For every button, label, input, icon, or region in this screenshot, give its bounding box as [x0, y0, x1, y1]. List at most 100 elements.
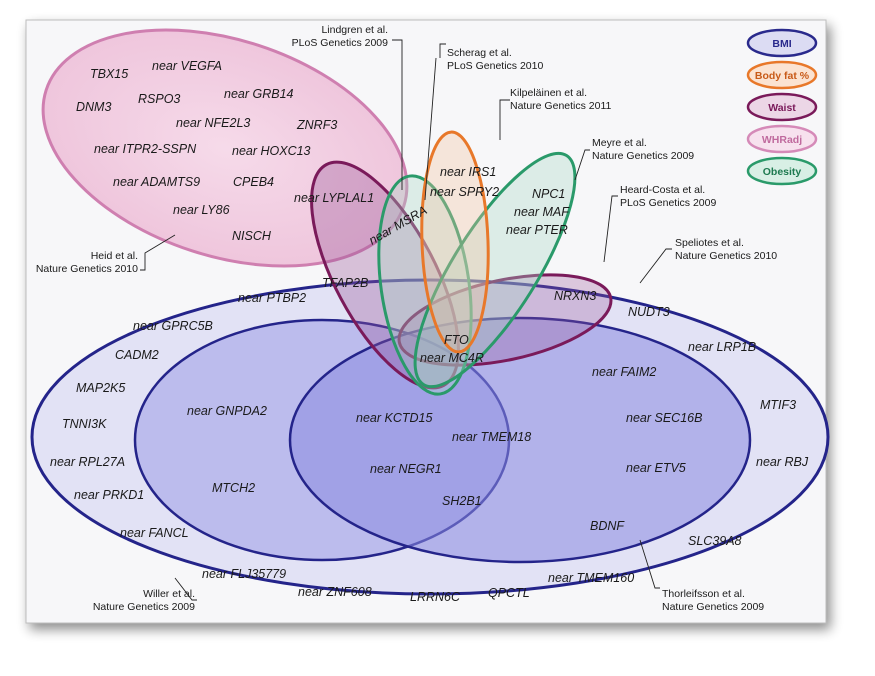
citation-leaders [140, 39, 672, 601]
svg-text:Heid et al.: Heid et al. [91, 250, 138, 262]
gene-label: near PRKD1 [74, 488, 144, 502]
svg-text:BMI: BMI [772, 38, 791, 50]
svg-text:WHRadj: WHRadj [762, 134, 802, 146]
svg-text:Nature Genetics 2009: Nature Genetics 2009 [662, 601, 764, 613]
legend-bmi: BMI [746, 28, 818, 58]
svg-text:Lindgren et al.: Lindgren et al. [321, 24, 388, 36]
gene-label: near LRP1B [688, 340, 756, 354]
gene-label: CPEB4 [233, 175, 274, 189]
gene-label: TBX15 [90, 67, 128, 81]
gene-label: near MAF [514, 205, 570, 219]
gene-label: near SEC16B [626, 411, 702, 425]
whradj-ellipse [41, 28, 409, 268]
gene-label: NPC1 [532, 187, 565, 201]
gene-label: MAP2K5 [76, 381, 125, 395]
gene-label: near RPL27A [50, 455, 125, 469]
svg-text:Thorleifsson et al.: Thorleifsson et al. [662, 588, 745, 600]
gene-label: FTO [444, 333, 469, 347]
svg-text:Obesity: Obesity [763, 166, 802, 178]
citation-lindgren: Lindgren et al. PLoS Genetics 2009 [292, 24, 388, 49]
gene-label: MTIF3 [760, 398, 796, 412]
svg-text:Meyre et al.: Meyre et al. [592, 137, 647, 149]
gene-label: near MC4R [420, 351, 484, 365]
citation-heardcosta: Heard-Costa et al. PLoS Genetics 2009 [620, 184, 716, 209]
bmi-outer-gene-labels: near PTBP2 near GPRC5B CADM2 MAP2K5 TNNI… [50, 291, 809, 604]
gene-label: near TMEM18 [452, 430, 531, 444]
central-gene-labels: near LYPLAL1 near MSRA near IRS1 near SP… [294, 165, 596, 365]
citation-thorleifsson: Thorleifsson et al. Nature Genetics 2009 [662, 588, 764, 613]
citation-willer: Willer et al. Nature Genetics 2009 [93, 588, 195, 613]
gene-label: near GNPDA2 [187, 404, 267, 418]
gene-label: near PTER [506, 223, 568, 237]
gene-label: LRRN6C [410, 590, 461, 604]
gene-label: near LYPLAL1 [294, 191, 374, 205]
gene-label: RSPO3 [138, 92, 180, 106]
gene-label: MTCH2 [212, 481, 255, 495]
legend-obesity: Obesity [746, 156, 818, 186]
svg-text:PLoS Genetics 2009: PLoS Genetics 2009 [620, 197, 716, 209]
thorleifsson-ellipse [288, 316, 752, 564]
gene-label: near FLJ35779 [202, 567, 286, 581]
gene-label: near SPRY2 [430, 185, 499, 199]
citation-kilpelainen: Kilpeläinen et al. Nature Genetics 2011 [510, 87, 612, 112]
obesity-ellipse-meyre [413, 151, 577, 389]
svg-text:Nature Genetics 2009: Nature Genetics 2009 [592, 150, 694, 162]
whradj-gene-labels: TBX15 near VEGFA DNM3 RSPO3 near GRB14 n… [76, 59, 337, 243]
gene-label: near LY86 [173, 203, 230, 217]
svg-text:PLoS Genetics 2010: PLoS Genetics 2010 [447, 60, 543, 72]
gene-label: ZNRF3 [296, 118, 337, 132]
svg-text:Nature Genetics 2010: Nature Genetics 2010 [675, 250, 777, 262]
gene-label: near ITPR2-SSPN [94, 142, 197, 156]
gene-label: DNM3 [76, 100, 111, 114]
gene-label: QPCTL [488, 586, 530, 600]
gene-label: SH2B1 [442, 494, 482, 508]
gene-label: NISCH [232, 229, 272, 243]
gene-label: near GRB14 [224, 87, 294, 101]
citation-speliotes: Speliotes et al. Nature Genetics 2010 [675, 237, 777, 262]
gene-label: near HOXC13 [232, 144, 311, 158]
bmi-inner-gene-labels: near GNPDA2 MTCH2 near KCTD15 near TMEM1… [187, 365, 702, 533]
gene-label: near PTBP2 [238, 291, 306, 305]
svg-text:Willer et al.: Willer et al. [143, 588, 195, 600]
gene-label: NRXN3 [554, 289, 596, 303]
legend: BMI Body fat % Waist WHRadj Obesity [746, 28, 818, 186]
svg-text:Scherag et al.: Scherag et al. [447, 47, 512, 59]
gene-label: near VEGFA [152, 59, 222, 73]
citation-heid: Heid et al. Nature Genetics 2010 [36, 250, 138, 275]
svg-text:Body fat %: Body fat % [755, 70, 810, 82]
svg-text:Waist: Waist [768, 102, 796, 114]
gene-label: near TMEM160 [548, 571, 634, 585]
gene-label: near KCTD15 [356, 411, 432, 425]
citation-meyre: Meyre et al. Nature Genetics 2009 [592, 137, 694, 162]
gene-label: NUDT3 [628, 305, 670, 319]
svg-text:Heard-Costa et al.: Heard-Costa et al. [620, 184, 705, 196]
legend-bodyfat: Body fat % [746, 60, 818, 90]
gene-label: TNNI3K [62, 417, 107, 431]
bodyfat-ellipse [420, 130, 490, 354]
gene-label: near NFE2L3 [176, 116, 250, 130]
svg-text:Nature Genetics 2011: Nature Genetics 2011 [510, 100, 612, 112]
gene-label: near FANCL [120, 526, 189, 540]
svg-text:PLoS Genetics 2009: PLoS Genetics 2009 [292, 37, 388, 49]
gene-label: near NEGR1 [370, 462, 442, 476]
gene-label: near IRS1 [440, 165, 496, 179]
gene-label: BDNF [590, 519, 625, 533]
svg-text:Kilpeläinen et al.: Kilpeläinen et al. [510, 87, 587, 99]
gene-label: near GPRC5B [133, 319, 213, 333]
svg-text:Nature Genetics 2009: Nature Genetics 2009 [93, 601, 195, 613]
waist-ellipse-heardcosta [397, 273, 613, 367]
svg-text:Nature Genetics 2010: Nature Genetics 2010 [36, 263, 138, 275]
gene-label: near ZNF608 [298, 585, 372, 599]
gene-label: near ADAMTS9 [113, 175, 200, 189]
svg-text:Speliotes et al.: Speliotes et al. [675, 237, 744, 249]
gene-label: TFAP2B [322, 276, 368, 290]
gene-label: near RBJ [756, 455, 809, 469]
gene-label: near FAIM2 [592, 365, 656, 379]
citation-scherag: Scherag et al. PLoS Genetics 2010 [447, 47, 543, 72]
gene-label: near ETV5 [626, 461, 686, 475]
gene-label: CADM2 [115, 348, 159, 362]
gene-label: SLC39A8 [688, 534, 742, 548]
legend-waist: Waist [746, 92, 818, 122]
